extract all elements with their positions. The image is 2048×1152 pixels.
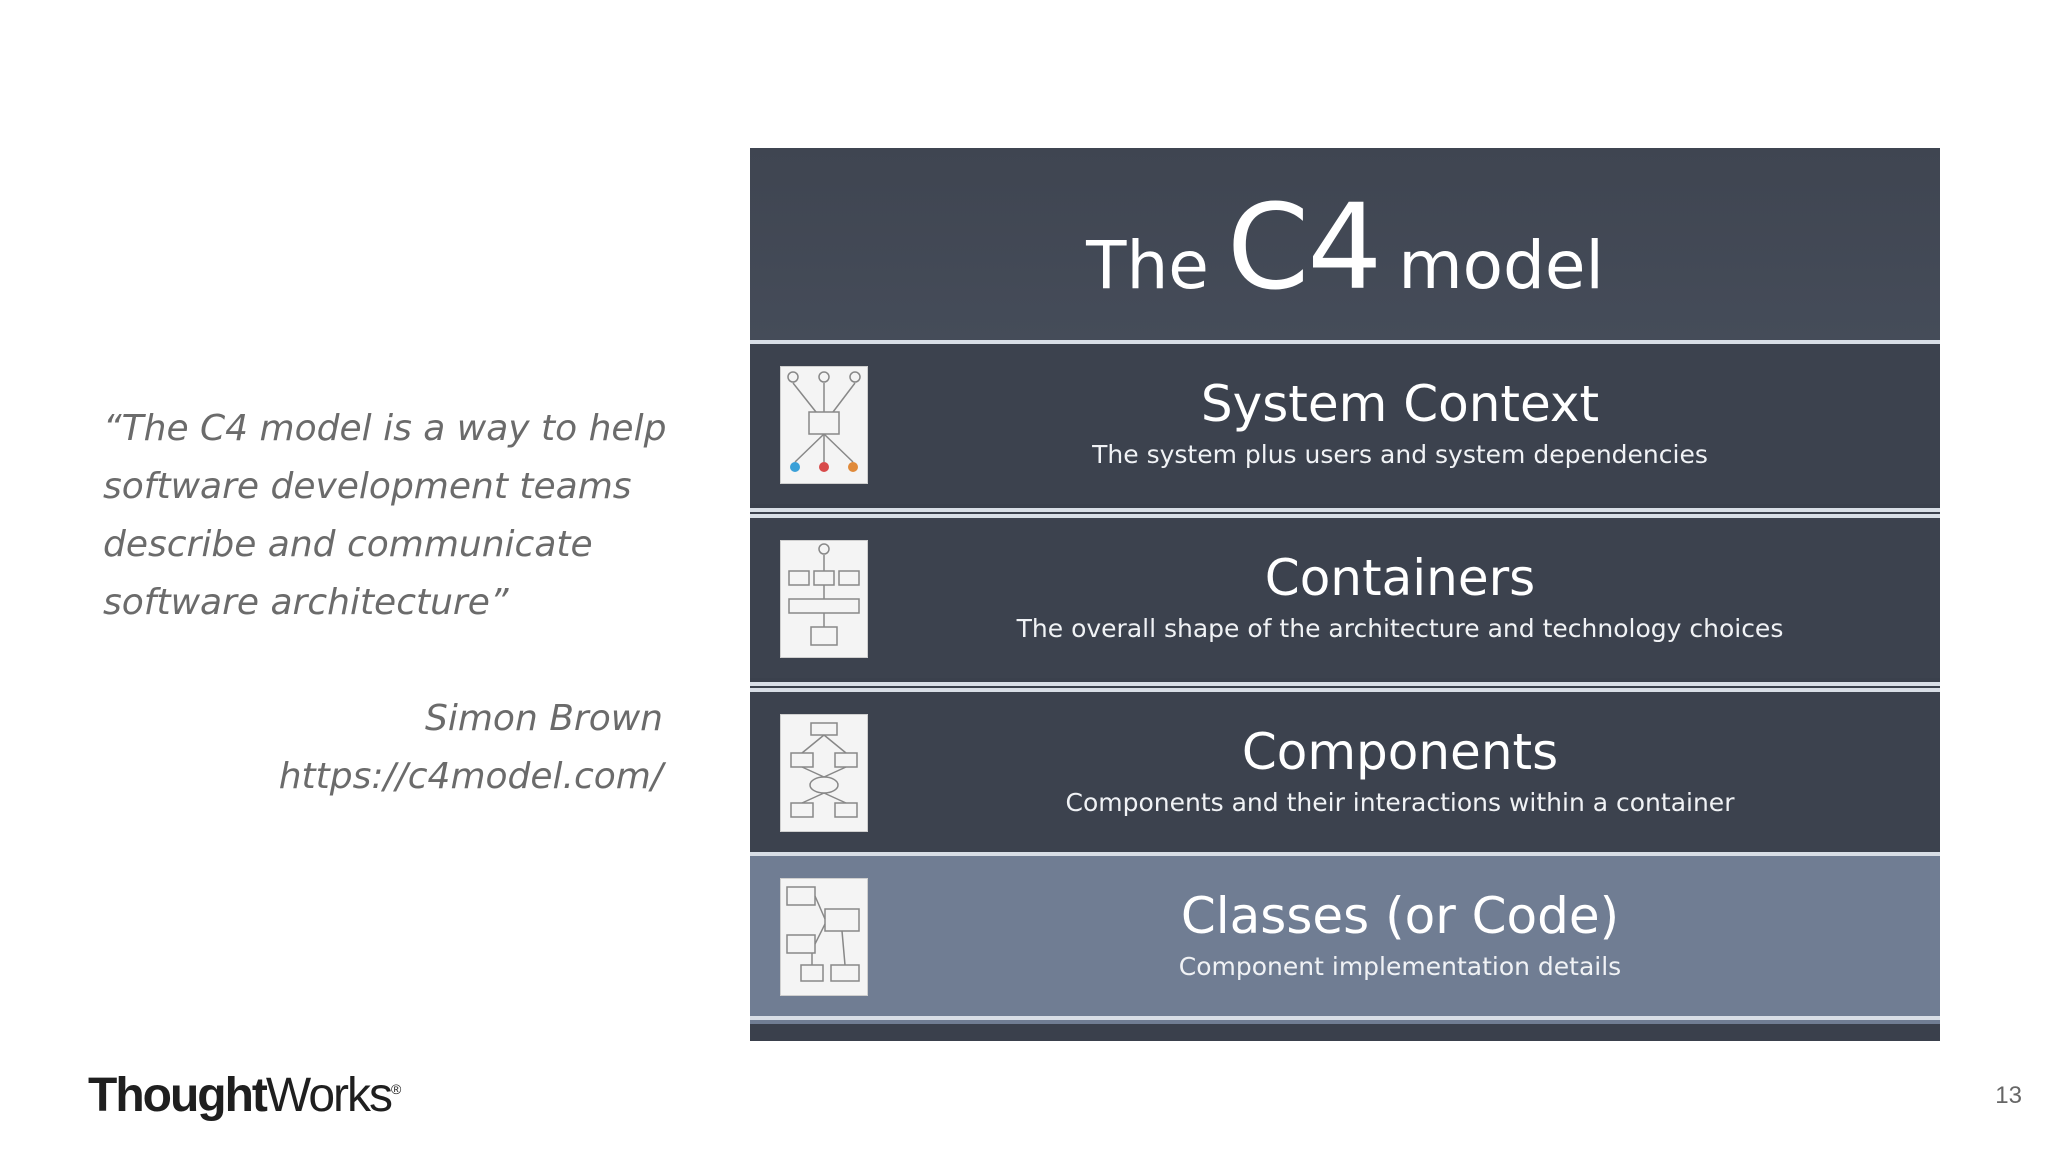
quote-line: describe and communicate — [103, 524, 593, 565]
logo-bold-text: Thought — [88, 1069, 268, 1122]
quote-url: https://c4model.com/ — [278, 756, 663, 797]
level-subtitle: The system plus users and system depende… — [1092, 440, 1708, 469]
quote-author: Simon Brown — [425, 698, 663, 739]
level-subtitle: Component implementation details — [1178, 952, 1622, 981]
page-number: 13 — [1995, 1082, 2022, 1109]
divider — [750, 508, 1940, 512]
level-title: Classes (or Code) — [1180, 887, 1620, 945]
level-system-context: System Context The system plus users and… — [750, 344, 1940, 504]
level-title: Components — [1241, 723, 1559, 781]
divider — [750, 852, 1940, 856]
level-subtitle: The overall shape of the architecture an… — [1016, 614, 1784, 643]
level-containers: Containers The overall shape of the arch… — [750, 518, 1940, 678]
context-diagram-icon — [780, 366, 868, 484]
c4-title-model: model — [1398, 227, 1604, 304]
divider — [750, 682, 1940, 686]
level-components: Components Components and their interact… — [750, 692, 1940, 852]
level-title: System Context — [1200, 375, 1600, 433]
c4-title-the: The — [1086, 227, 1209, 304]
divider — [750, 340, 1940, 344]
thoughtworks-logo: ThoughtWorks® — [88, 1068, 401, 1123]
container-diagram-icon — [780, 540, 868, 658]
code-diagram-icon — [780, 878, 868, 996]
quote-line: software architecture” — [103, 582, 509, 623]
level-title: Containers — [1264, 549, 1536, 607]
level-classes: Classes (or Code) Component implementati… — [750, 856, 1940, 1024]
divider — [750, 688, 1940, 692]
component-diagram-icon — [780, 714, 868, 832]
quote-line: software development teams — [103, 466, 632, 507]
quote-text: “The C4 model is a way to help software … — [103, 400, 693, 632]
logo-regular-text: Works — [265, 1069, 393, 1122]
logo-registered-mark: ® — [391, 1081, 402, 1097]
c4-title-c4: C4 — [1226, 178, 1382, 316]
divider — [750, 1016, 1940, 1020]
quote-attribution: Simon Brown https://c4model.com/ — [103, 690, 663, 806]
quote-line: “The C4 model is a way to help — [103, 408, 667, 449]
divider — [750, 514, 1940, 518]
level-subtitle: Components and their interactions within… — [1065, 788, 1735, 817]
